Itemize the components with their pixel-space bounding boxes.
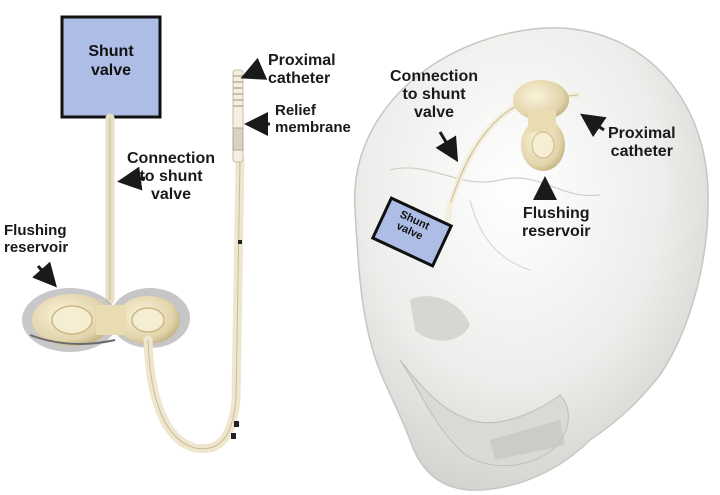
proximal-catheter-label: Proximal catheter [268,52,336,87]
flushing-reservoir-label-right: Flushing reservoir [522,205,591,240]
connection-label-right: Connection to shunt valve [390,68,478,121]
arrow-connection-right [435,131,459,163]
connection-label-left: Connection to shunt valve [127,150,215,203]
proximal-catheter-label-right: Proximal catheter [608,125,676,160]
shunt-valve-box [60,15,162,119]
relief-membrane-label: Relief membrane [275,102,351,136]
distal-tubing-edge [147,159,241,450]
flushing-reservoir-device [22,288,190,352]
arrow-flushing-reservoir-left [32,261,57,288]
skull-shunt-valve-box [370,196,454,268]
skull-flushing-reservoir [513,80,569,171]
tube-mark [231,433,236,439]
proximal-catheter-tip [232,69,244,163]
arrow-proximal-catheter-right [580,113,607,138]
arrow-proximal-catheter [240,57,268,80]
tube-mark [238,240,242,244]
shunt-valve-label: Shunt valve [88,43,134,80]
tube-mark [234,421,239,427]
flushing-reservoir-label-left: Flushing reservoir [4,222,69,256]
arrow-connection-left [117,166,146,191]
